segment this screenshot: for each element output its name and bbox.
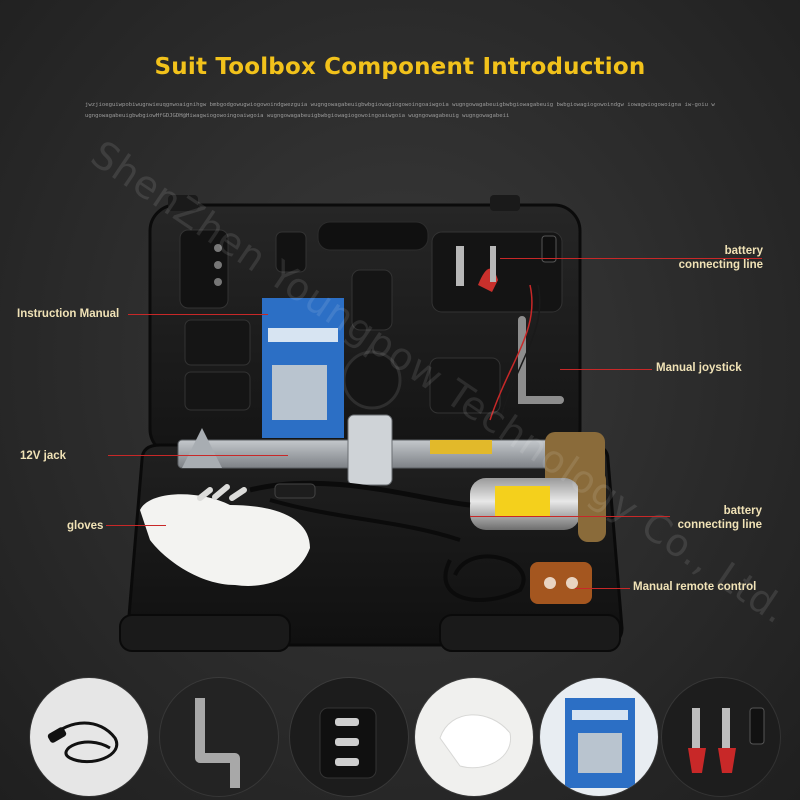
leader-jack	[108, 455, 288, 456]
leader-instruction-manual	[128, 314, 268, 315]
callout-gloves: gloves	[67, 520, 104, 532]
thumbnail-socket-adapters	[290, 678, 408, 796]
callout-battery-line-top: battery connecting line	[678, 245, 763, 271]
toolbox-base	[119, 414, 624, 652]
thumbnail-cigarette-plug-cable	[30, 678, 148, 796]
leader-joystick	[560, 369, 652, 370]
leader-battery-bottom	[470, 516, 670, 517]
thumbnail-l-shaped-hook	[160, 678, 278, 796]
toolbox-lid	[148, 195, 582, 457]
callout-battery-line-bottom: battery connecting line	[677, 505, 762, 531]
callout-manual-joystick: Manual joystick	[656, 362, 742, 374]
thumbnail-instruction-manual	[540, 678, 658, 796]
callout-remote-control: Manual remote control	[633, 581, 757, 593]
thumbnail-battery-clamps	[662, 678, 780, 796]
callout-jack: 12V jack	[20, 450, 67, 462]
page-title: Suit Toolbox Component Introduction	[154, 54, 646, 80]
page-subtitle: jwzjioeguiwpobiwugnwieuqgnwoaignihgw bmb…	[85, 102, 715, 119]
leader-remote	[575, 588, 630, 589]
leader-gloves	[106, 525, 166, 526]
callout-instruction-manual: Instruction Manual	[17, 308, 120, 320]
thumbnail-gloves	[415, 678, 533, 796]
leader-battery-top	[500, 258, 762, 259]
thumbnail-row	[0, 672, 800, 800]
